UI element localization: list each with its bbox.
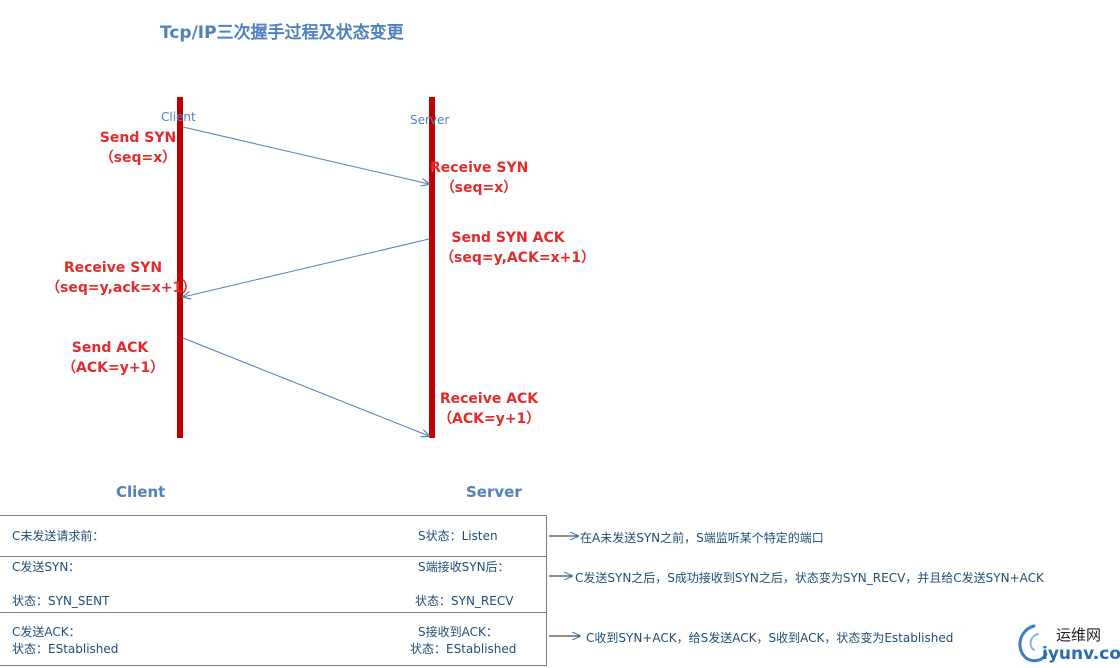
table-client-header: Client — [116, 483, 166, 501]
table-cell-client: C发送ACK： — [12, 625, 81, 639]
table-cell-server: S状态：Listen — [418, 529, 498, 543]
message-line2: （ACK=y+1） — [438, 411, 541, 427]
message-line1: Send SYN — [99, 130, 177, 146]
message-line1: Send ACK — [71, 340, 149, 356]
message-send-syn-ack: Send SYN ACK （seq=y,ACK=x+1） — [440, 228, 596, 268]
message-send-ack: Send ACK （ACK=y+1） — [62, 338, 165, 378]
client-lifeline-label: Client — [161, 110, 196, 124]
message-line1: Send SYN ACK — [451, 230, 565, 246]
note-syn-recv: C发送SYN之后，S成功接收到SYN之后，状态变为SYN_RECV，并且给C发送… — [575, 571, 1044, 585]
table-divider — [0, 556, 547, 557]
table-cell-client-state: 状态：EStablished — [12, 642, 119, 656]
note-listen: 在A未发送SYN之前，S端监听某个特定的端口 — [580, 531, 824, 545]
table-cell-client-state: 状态：SYN_SENT — [12, 594, 110, 608]
note-established: C收到SYN+ACK，给S发送ACK，S收到ACK，状态变为Establishe… — [586, 631, 954, 645]
message-line2: （seq=y,ACK=x+1） — [440, 250, 596, 266]
table-cell-server-state: 状态：SYN_RECV — [415, 594, 514, 608]
diagram-title: Tcp/IP三次握手过程及状态变更 — [160, 23, 404, 43]
syn-ack-arrow — [183, 238, 430, 297]
watermark-logo: 运维网 iyunv.com — [1012, 620, 1120, 666]
message-receive-ack: Receive ACK （ACK=y+1） — [438, 389, 540, 429]
server-lifeline-label: Server — [410, 113, 450, 127]
server-lifeline — [429, 97, 435, 438]
message-line2: （seq=x） — [99, 150, 177, 166]
logo-url: iyunv.com — [1042, 644, 1120, 664]
syn-arrow — [182, 126, 429, 184]
message-line1: Receive SYN — [430, 160, 529, 176]
table-server-header: Server — [466, 483, 522, 501]
table-cell-server: S接收到ACK： — [418, 625, 498, 639]
message-line2: （seq=x） — [440, 180, 518, 196]
message-receive-syn-ack: Receive SYN （seq=y,ack=x+1） — [46, 258, 197, 298]
message-receive-syn: Receive SYN （seq=x） — [430, 158, 528, 198]
message-line2: （seq=y,ack=x+1） — [46, 280, 197, 296]
table-cell-server: S端接收SYN后： — [418, 560, 510, 574]
ack-arrow — [182, 337, 429, 436]
table-cell-client: C未发送请求前： — [12, 529, 105, 543]
client-lifeline — [177, 97, 183, 438]
message-send-syn: Send SYN （seq=x） — [96, 128, 180, 168]
table-divider — [0, 612, 547, 613]
state-table — [0, 515, 547, 666]
table-cell-server-state: 状态：EStablished — [410, 642, 517, 656]
logo-swirl-icon — [1018, 624, 1048, 663]
message-line1: Receive ACK — [439, 391, 539, 407]
table-cell-client: C发送SYN： — [12, 560, 81, 574]
message-line2: （ACK=y+1） — [62, 360, 165, 376]
message-line1: Receive SYN — [63, 260, 163, 276]
logo-name: 运维网 — [1056, 626, 1102, 644]
